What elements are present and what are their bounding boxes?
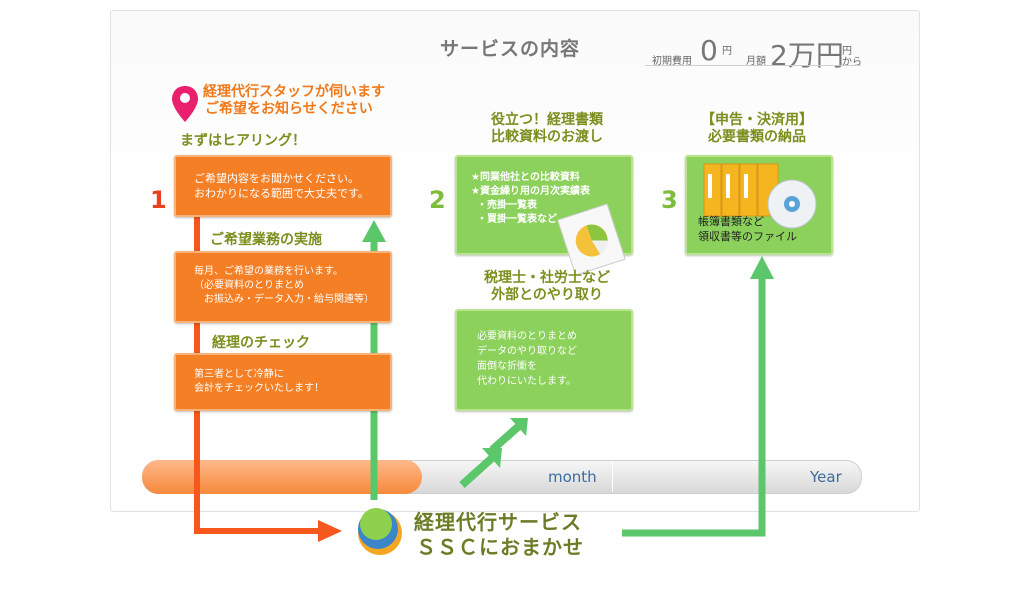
step3-number: 3	[661, 186, 678, 214]
step1-heading3: 経理のチェック	[212, 335, 310, 351]
step1-execution-box: 毎月、ご希望の業務を行います。 （必要資料のとりまとめ お振込み・データ入力・給…	[174, 251, 392, 323]
monthly-fee-value: 2万円	[770, 39, 844, 72]
step1-heading2: ご希望業務の実施	[210, 232, 322, 248]
step1-number: 1	[150, 186, 167, 214]
step3-heading: 【申告・決済用】 必要書類の納品	[701, 112, 813, 145]
step1-check-box: 第三者として冷静に 会計をチェックいたします！	[174, 353, 392, 411]
timeline-divider	[612, 462, 613, 492]
green-up-arrow-head	[362, 220, 386, 242]
page-title: サービスの内容	[439, 38, 580, 60]
ssc-service-tagline: 経理代行サービス ＳＳＣにおまかせ	[414, 510, 584, 559]
monthly-fee-label: 月額	[746, 56, 766, 67]
cd-disc-icon	[767, 179, 817, 229]
diag-arrow-2	[489, 422, 523, 453]
pie-chart-document-icon	[557, 203, 626, 276]
step2-external-box: 必要資料のとりまとめ データのやり取りなど 面倒な折衝を 代わりにいたします。	[455, 309, 633, 411]
green-right-arrow-head	[750, 256, 774, 279]
initial-fee-label: 初期費用	[652, 56, 692, 67]
monthly-fee-unit: 円	[842, 46, 852, 57]
map-pin-icon	[172, 86, 198, 122]
timeline-month-label: month	[548, 468, 597, 486]
monthly-fee-suffix: から	[842, 57, 862, 68]
diag-arrow-1	[459, 455, 495, 488]
timeline-year-label: Year	[810, 468, 842, 486]
orange-arrow-head	[318, 520, 342, 542]
initial-fee-value: 0	[700, 34, 718, 67]
price-underline	[645, 65, 861, 66]
step2-number: 2	[429, 186, 446, 214]
pin-caption: 経理代行スタッフが伺います ご希望をお知らせください	[203, 84, 385, 117]
green-right-arrow	[622, 275, 766, 537]
step1-heading: まずはヒアリング！	[180, 133, 306, 149]
step3-box-text: 帳簿書類など 領収書等のファイル	[698, 215, 797, 243]
step1-hearing-box: ご希望内容をお聞かせください。 おわかりになる範囲で大丈夫です。	[174, 155, 392, 217]
step2-heading: 役立つ！経理書類 比較資料のお渡し	[491, 112, 603, 145]
step2-heading2: 税理士・社労士など 外部とのやり取り	[484, 270, 610, 303]
initial-fee-unit: 円	[722, 46, 732, 57]
